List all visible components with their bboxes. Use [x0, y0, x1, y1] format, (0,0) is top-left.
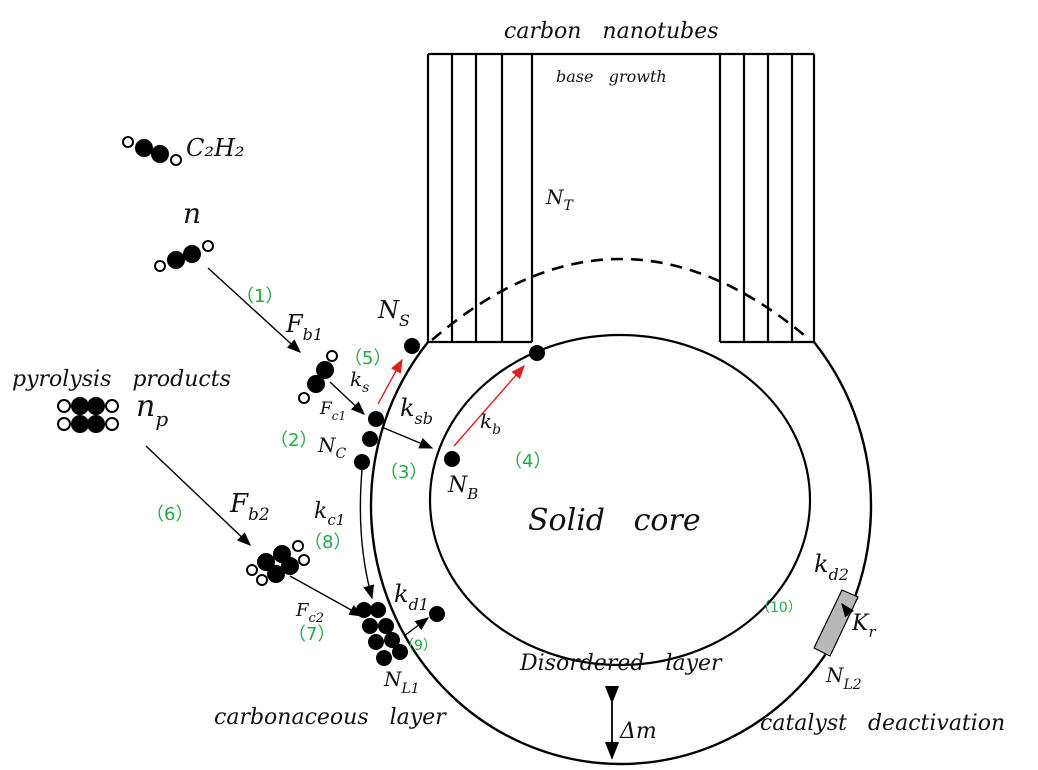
carbon-nanotubes-label: carbon nanotubes [504, 19, 719, 44]
catalyst-deactivation-label: catalyst deactivation [760, 711, 1005, 736]
dashed-cap-arc [431, 257, 811, 341]
step-7: （7） [288, 624, 335, 645]
step-5: （5） [344, 348, 391, 369]
ns-label: NS [377, 296, 410, 330]
solid-core-ellipse [428, 333, 812, 667]
step-10: （10） [756, 600, 802, 616]
outer-particle-boundary [369, 341, 873, 766]
step-4: （4） [504, 451, 551, 472]
kr-label: Kr [851, 611, 876, 641]
pyrolysis-adsorbing-molecule [246, 540, 310, 586]
base-growth-label: base growth [556, 67, 667, 86]
nb-label: NB [447, 473, 478, 503]
red-arrows [377, 358, 525, 447]
np-label: np [136, 389, 168, 431]
kc1-label: kc1 [314, 499, 345, 529]
nl2-label: NL2 [825, 663, 862, 693]
step-2: （2） [270, 430, 317, 451]
kd1-label: kd1 [394, 580, 429, 614]
n-molecule [154, 240, 214, 272]
carbonaceous-layer-label: carbonaceous layer [214, 705, 447, 730]
c2h2-molecule [122, 136, 182, 166]
kd2-label: kd2 [814, 550, 849, 584]
step-9: （9） [400, 638, 437, 654]
adsorbing-molecule [298, 350, 338, 404]
pyrolysis-products-label: pyrolysis products [12, 367, 231, 392]
step-6: （6） [146, 504, 193, 525]
fc2-label: Fc2 [295, 600, 324, 626]
step-8: （8） [304, 532, 351, 553]
step-3: （3） [380, 462, 427, 483]
nt-label: NT [545, 185, 575, 214]
fb2-label: Fb2 [229, 489, 270, 525]
fb1-label: Fb1 [285, 310, 323, 344]
ks-label: ks [350, 367, 369, 396]
c2h2-label: C₂H₂ [186, 134, 245, 162]
nl1-label: NL1 [383, 667, 420, 697]
surface-carbon-atoms [354, 338, 545, 622]
disordered-layer-label: Disordered layer [519, 651, 723, 676]
carbonaceous-cluster [356, 602, 408, 666]
pyrolysis-products-molecule [57, 397, 119, 433]
nc-label: NC [317, 433, 347, 462]
step-1: （1） [236, 286, 283, 307]
reaction-arrows [145, 267, 855, 637]
n-label: n [183, 197, 201, 230]
fc1-label: Fc1 [319, 399, 346, 423]
ksb-label: ksb [400, 394, 433, 428]
delta-m-label: Δm [619, 719, 657, 744]
nanotube-walls [426, 52, 816, 342]
solid-core-label: Solid core [528, 503, 701, 538]
kb-label: kb [480, 409, 501, 438]
